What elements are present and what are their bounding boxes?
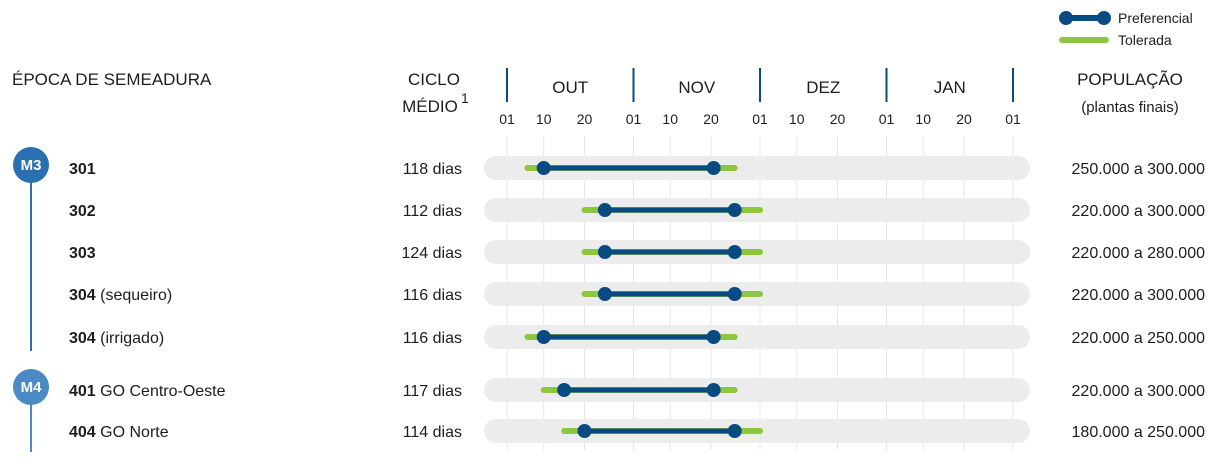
header-ciclo-line2: MÉDIO bbox=[402, 97, 458, 116]
row-cycle-value: 117 dias bbox=[403, 383, 462, 400]
month-label: JAN bbox=[934, 78, 966, 97]
row-track bbox=[484, 378, 1030, 402]
header-epoca: ÉPOCA DE SEMEADURA bbox=[12, 70, 212, 89]
preferred-start-dot bbox=[536, 330, 551, 344]
row-cycle-value: 114 dias bbox=[403, 424, 462, 441]
legend-preferred-label: Preferencial bbox=[1118, 10, 1193, 26]
table-row: 401 GO Centro-Oeste 117 dias 220.000 a 300… bbox=[69, 378, 1205, 402]
preferred-start-dot bbox=[557, 383, 572, 397]
row-population-value: 250.000 a 300.000 bbox=[1072, 161, 1206, 178]
row-hybrid-label: 302 bbox=[69, 203, 96, 220]
row-hybrid-label: 404 GO Norte bbox=[69, 424, 169, 441]
rows: 301 118 dias 250.000 a 300.000 302 112 dias 2… bbox=[69, 156, 1205, 443]
row-population-value: 220.000 a 300.000 bbox=[1072, 203, 1206, 220]
table-row: 304 (sequeiro) 116 dias 220.000 a 300.000 bbox=[69, 282, 1205, 306]
group-badge bbox=[13, 147, 49, 183]
row-population-value: 180.000 a 250.000 bbox=[1072, 424, 1206, 441]
row-cycle-value: 116 dias bbox=[403, 287, 462, 304]
table-row: 301 118 dias 250.000 a 300.000 bbox=[69, 156, 1205, 180]
row-track bbox=[484, 325, 1030, 349]
row-hybrid-suffix: (irrigado) bbox=[96, 330, 164, 347]
day-tick-label: 01 bbox=[1005, 111, 1021, 127]
row-hybrid-code: 404 bbox=[69, 424, 96, 441]
row-hybrid-code: 302 bbox=[69, 203, 96, 220]
row-hybrid-label: 401 GO Centro-Oeste bbox=[69, 383, 226, 400]
row-hybrid-code: 303 bbox=[69, 245, 96, 262]
month-label: DEZ bbox=[806, 78, 840, 97]
preferred-start-dot bbox=[597, 287, 612, 301]
row-hybrid-suffix: GO Centro-Oeste bbox=[96, 383, 226, 400]
row-hybrid-suffix: (sequeiro) bbox=[96, 287, 172, 304]
legend-preferred-dot-right bbox=[1097, 11, 1111, 25]
group-badge-label: M3 bbox=[21, 157, 42, 174]
preferred-end-dot bbox=[706, 383, 721, 397]
preferred-end-dot bbox=[706, 161, 721, 175]
row-hybrid-label: 301 bbox=[69, 161, 96, 178]
day-tick-label: 01 bbox=[879, 111, 895, 127]
day-tick-label: 01 bbox=[752, 111, 768, 127]
row-cycle-value: 124 dias bbox=[402, 245, 463, 262]
day-tick-label: 10 bbox=[536, 111, 552, 127]
group-badge bbox=[13, 369, 49, 405]
preferred-end-dot bbox=[727, 424, 742, 438]
row-population-value: 220.000 a 250.000 bbox=[1072, 330, 1206, 347]
day-tick-label: 10 bbox=[789, 111, 805, 127]
row-hybrid-label: 304 (irrigado) bbox=[69, 330, 164, 347]
header-populacao-line2: (plantas finais) bbox=[1081, 99, 1179, 116]
legend-tolerated-label: Tolerada bbox=[1118, 32, 1172, 48]
row-population-value: 220.000 a 300.000 bbox=[1072, 383, 1206, 400]
day-tick-label: 10 bbox=[662, 111, 678, 127]
row-cycle-value: 118 dias bbox=[403, 161, 462, 178]
row-hybrid-suffix: GO Norte bbox=[96, 424, 169, 441]
legend: Preferencial Tolerada bbox=[1059, 10, 1193, 48]
row-hybrid-label: 304 (sequeiro) bbox=[69, 287, 172, 304]
month-label: NOV bbox=[678, 78, 716, 97]
row-hybrid-code: 304 bbox=[69, 287, 96, 304]
row-cycle-value: 116 dias bbox=[403, 330, 462, 347]
preferred-start-dot bbox=[597, 203, 612, 217]
preferred-end-dot bbox=[727, 287, 742, 301]
header-ciclo-superscript: 1 bbox=[461, 90, 469, 106]
day-tick-label: 01 bbox=[626, 111, 642, 127]
day-tick-label: 10 bbox=[915, 111, 931, 127]
row-track bbox=[484, 156, 1030, 180]
timeline-axis: OUT NOV DEZ JAN 01 10 20 01 10 20 01 10 20 01 10 20 01 bbox=[499, 68, 1021, 450]
legend-preferred-dot-left bbox=[1059, 11, 1073, 25]
table-row: 302 112 dias 220.000 a 300.000 bbox=[69, 198, 1205, 222]
table-row: 404 GO Norte 114 dias 180.000 a 250.000 bbox=[69, 419, 1205, 443]
preferred-end-dot bbox=[727, 203, 742, 217]
row-hybrid-code: 304 bbox=[69, 330, 96, 347]
day-tick-label: 20 bbox=[956, 111, 972, 127]
preferred-end-dot bbox=[727, 245, 742, 259]
row-hybrid-code: 301 bbox=[69, 161, 96, 178]
table-row: 304 (irrigado) 116 dias 220.000 a 250.000 bbox=[69, 325, 1205, 349]
preferred-start-dot bbox=[597, 245, 612, 259]
month-label: OUT bbox=[552, 78, 588, 97]
day-tick-label: 20 bbox=[830, 111, 846, 127]
row-cycle-value: 112 dias bbox=[403, 203, 462, 220]
day-tick-label: 20 bbox=[577, 111, 593, 127]
preferred-end-dot bbox=[706, 330, 721, 344]
table-row: 303 124 dias 220.000 a 280.000 bbox=[69, 240, 1205, 264]
day-tick-label: 20 bbox=[703, 111, 719, 127]
row-population-value: 220.000 a 280.000 bbox=[1072, 245, 1206, 262]
day-tick-label: 01 bbox=[499, 111, 515, 127]
row-hybrid-label: 303 bbox=[69, 245, 96, 262]
row-hybrid-code: 401 bbox=[69, 383, 96, 400]
preferred-start-dot bbox=[536, 161, 551, 175]
preferred-start-dot bbox=[577, 424, 592, 438]
header-populacao-line1: POPULAÇÃO bbox=[1077, 70, 1183, 89]
group-badge-label: M4 bbox=[21, 379, 42, 396]
row-population-value: 220.000 a 300.000 bbox=[1072, 287, 1206, 304]
header-ciclo-line1: CICLO bbox=[408, 70, 460, 89]
